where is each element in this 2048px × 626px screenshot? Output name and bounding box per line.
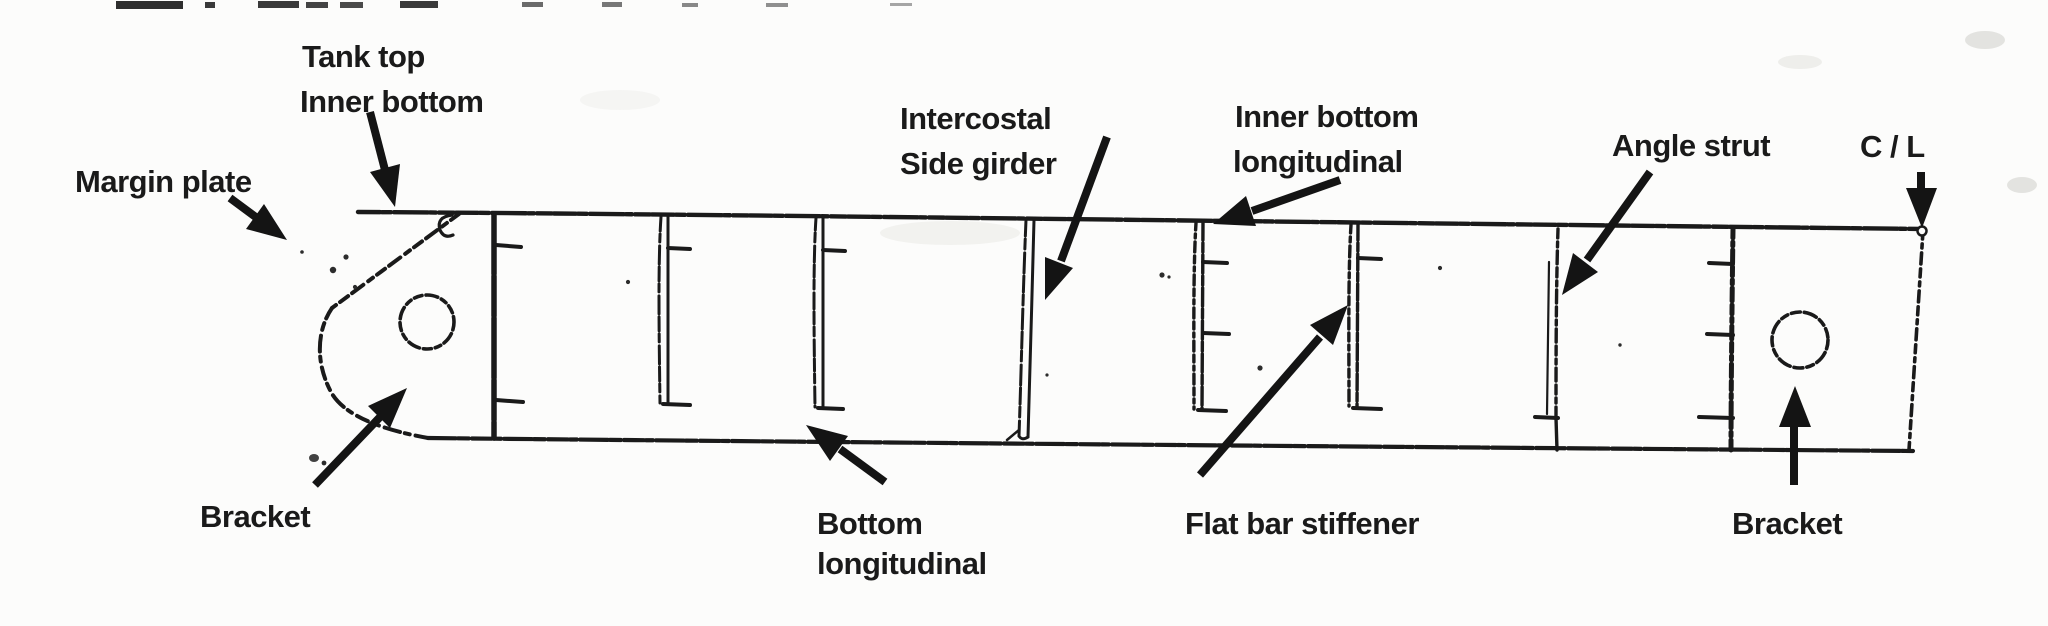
label-flat-bar-stiffener: Flat bar stiffener: [1185, 506, 1419, 541]
label-margin-plate: Margin plate: [75, 164, 252, 199]
arrow-inner-bottom-longitudinal: [1213, 176, 1342, 226]
bottom-shell-plating-line: [425, 435, 1918, 454]
label-angle-strut: Angle strut: [1612, 128, 1770, 163]
arrow-angle-strut: [1562, 169, 1654, 295]
tank-top-plating-line: [355, 209, 1926, 232]
label-tank-top-line2: Inner bottom: [300, 84, 483, 119]
label-tank-top-line1: Tank top: [302, 39, 425, 74]
angle-strut-member: [1533, 227, 1560, 452]
label-bottom-longitudinal: Bottom longitudinal: [817, 506, 987, 581]
label-bracket-right: Bracket: [1732, 506, 1842, 541]
scan-artifacts-top-edge: [116, 1, 2037, 245]
intercostal-side-girder: [1005, 218, 1036, 442]
label-intercostal-line2: Side girder: [900, 146, 1057, 181]
solid-floor: [491, 211, 525, 441]
bottom-longitudinal-member: [812, 215, 847, 411]
arrow-centerline: [1906, 172, 1937, 228]
flat-bar-stiffener-member: [1347, 222, 1383, 411]
label-tank-top: Tank top Inner bottom: [300, 39, 484, 119]
label-bottom-longitudinal-line1: Bottom: [817, 506, 922, 541]
arrow-bracket-left: [312, 388, 407, 488]
bracket-left-lightening-hole: [398, 293, 456, 351]
centerline-side-member: [1697, 226, 1736, 453]
arrow-flat-bar-stiffener: [1196, 305, 1348, 478]
label-inner-bottom-longitudinal-line2: longitudinal: [1233, 144, 1403, 179]
arrow-intercostal-side-girder: [1045, 135, 1111, 300]
margin-plate-top-curl: [437, 213, 455, 238]
label-centerline: C / L: [1860, 129, 1925, 164]
label-bottom-longitudinal-line2: longitudinal: [817, 546, 987, 581]
label-intercostal-line1: Intercostal: [900, 101, 1051, 136]
scan-specks: [300, 250, 1622, 466]
label-intercostal-side-girder: Intercostal Side girder: [900, 101, 1057, 181]
arrow-margin-plate: [227, 194, 287, 240]
arrow-tank-top: [366, 110, 400, 207]
bracket-left-outline: [317, 306, 430, 440]
bracket-right-lightening-hole: [1770, 310, 1830, 370]
arrow-bottom-longitudinal: [806, 425, 888, 486]
margin-plate-line: [330, 212, 461, 310]
centerline-line: [1907, 229, 1925, 452]
label-bracket-left: Bracket: [200, 499, 310, 534]
inner-bottom-longitudinal-member: [1192, 220, 1231, 413]
label-inner-bottom-longitudinal-line1: Inner bottom: [1235, 99, 1418, 134]
label-inner-bottom-longitudinal: Inner bottom longitudinal: [1233, 99, 1419, 179]
flat-bar-member-1: [657, 214, 692, 407]
arrow-bracket-right: [1779, 386, 1811, 485]
